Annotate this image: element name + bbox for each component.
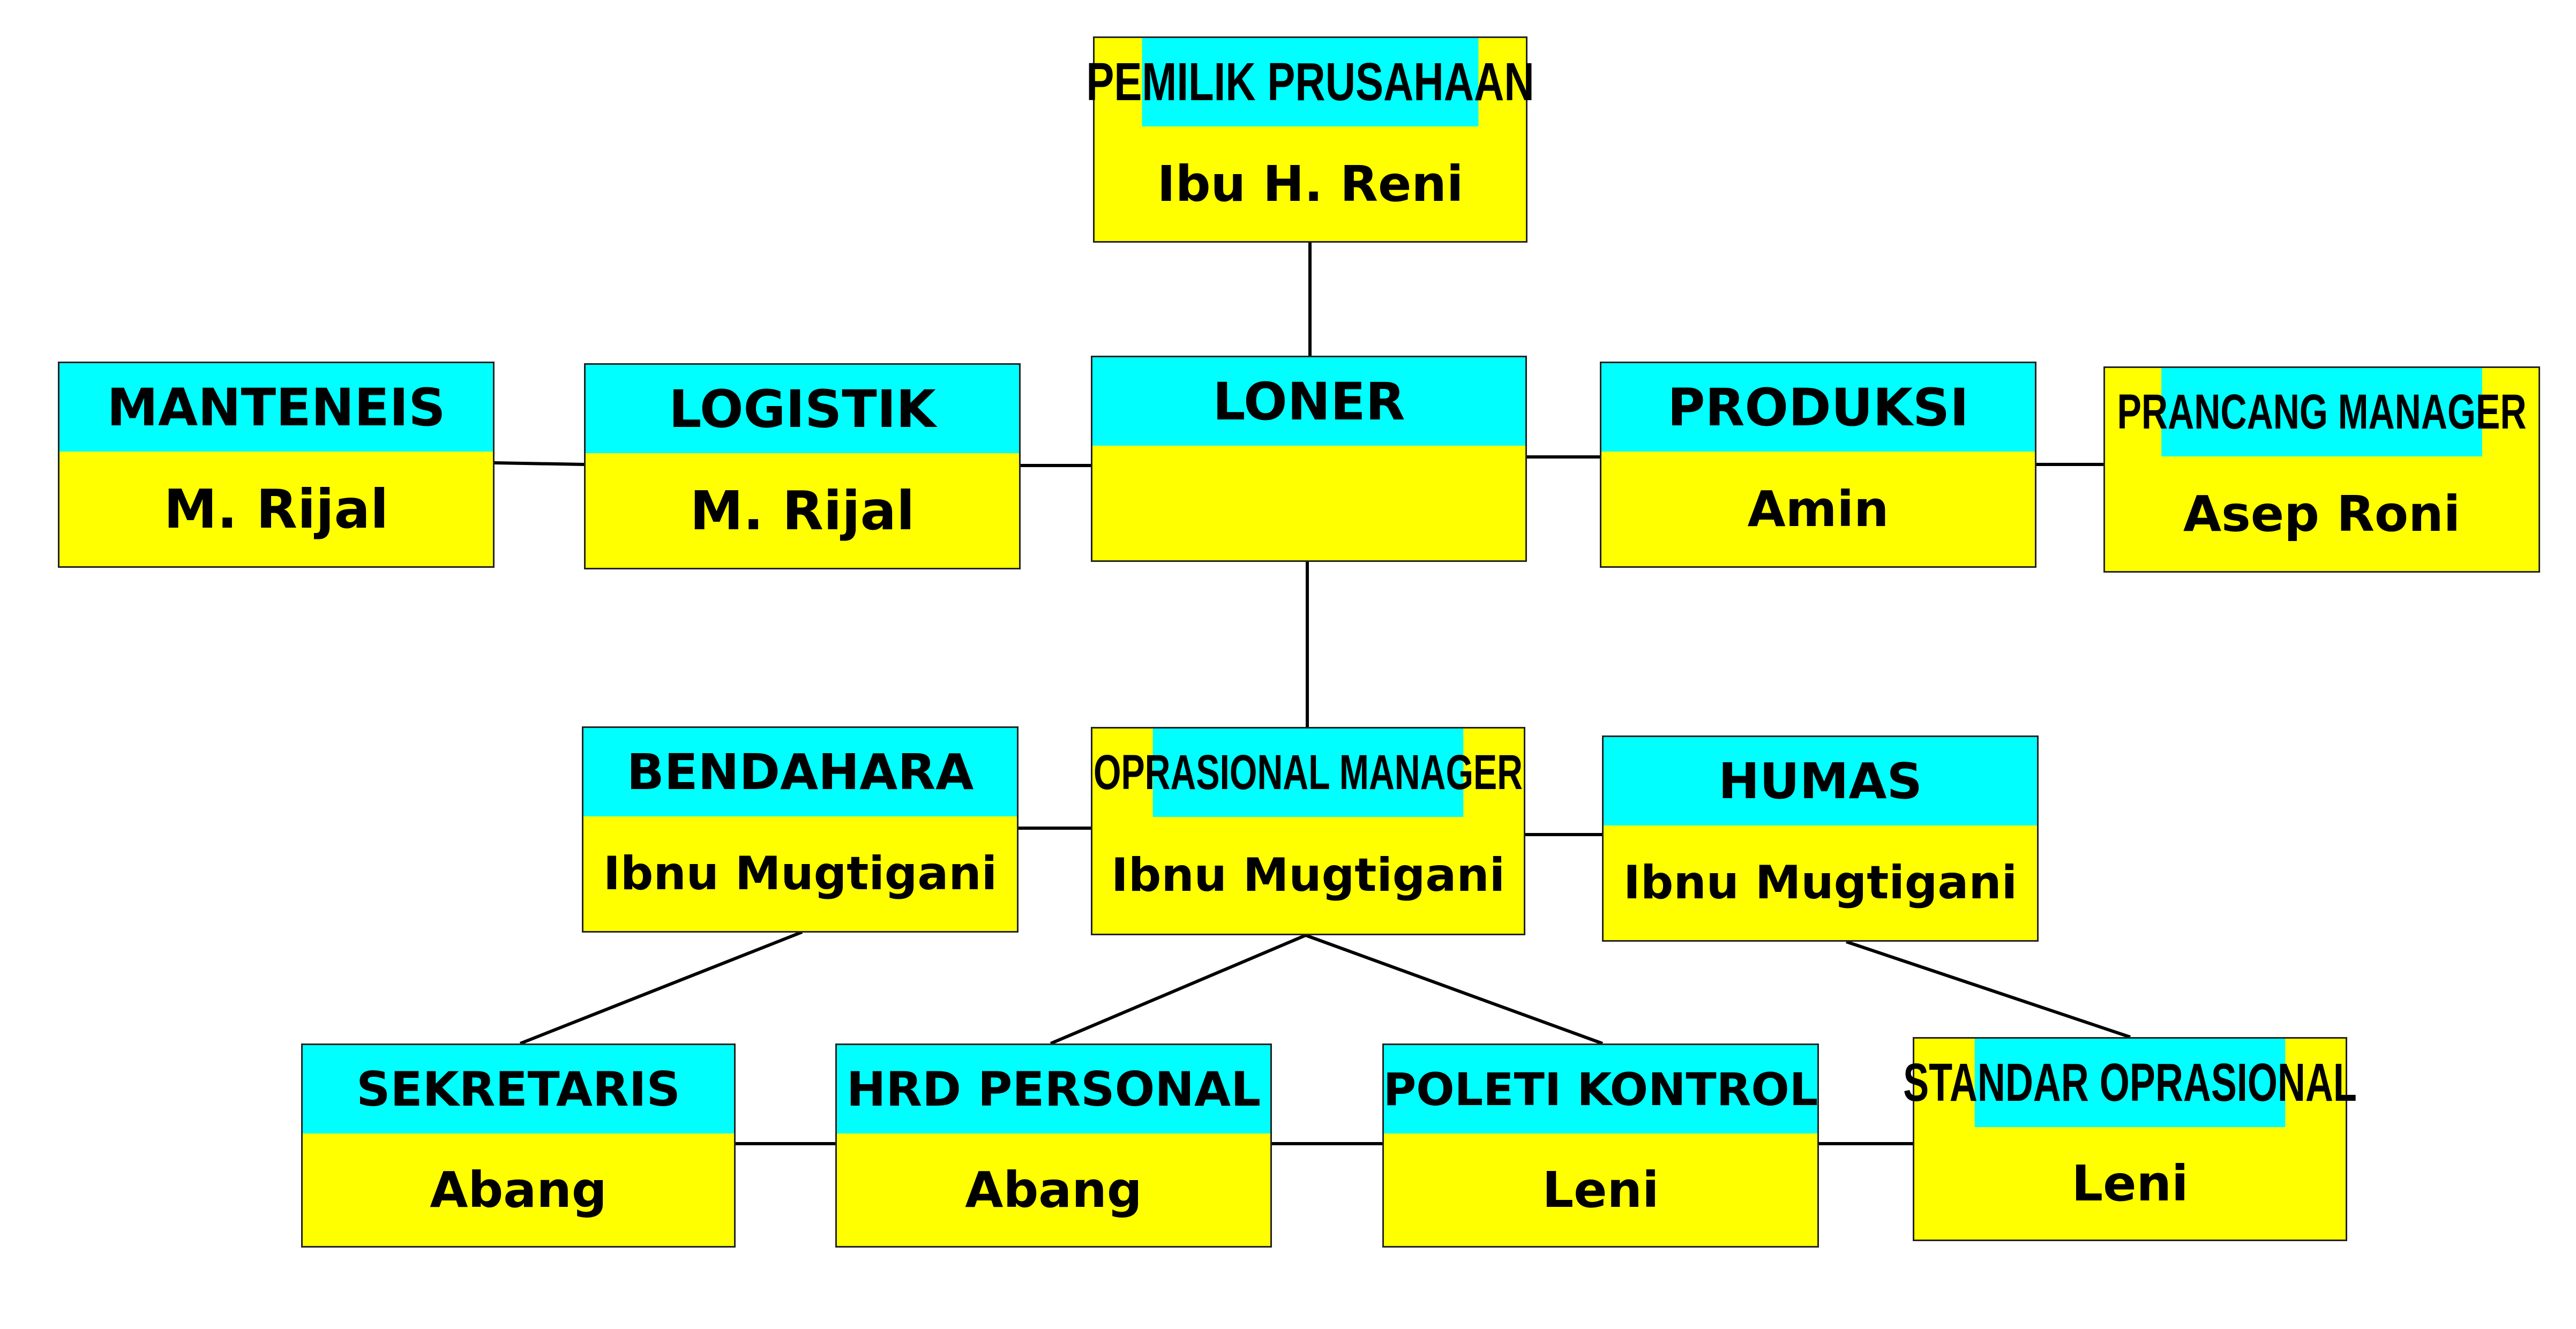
line-bendahara-sekretaris — [519, 930, 803, 1045]
sekretaris-name: Abang — [430, 1161, 607, 1219]
sekretaris-box: SEKRETARIS Abang — [301, 1043, 736, 1248]
line-humas-standar — [1846, 940, 2131, 1039]
loner-name — [1092, 446, 1525, 560]
poleti-title: POLETI KONTROL — [1383, 1045, 1818, 1133]
oprasional-name: Ibnu Mugtigani — [1111, 849, 1506, 902]
logistik-box: LOGISTIK M. Rijal — [584, 363, 1021, 569]
humas-title: HUMAS — [1604, 737, 2037, 825]
line-oprasional-hrd — [1050, 934, 1307, 1045]
hrd-name: Abang — [965, 1161, 1142, 1219]
manteneis-name: M. Rijal — [163, 477, 389, 540]
bendahara-box: BENDAHARA Ibnu Mugtigani — [582, 726, 1019, 933]
produksi-box: PRODUKSI Amin — [1600, 362, 2036, 568]
line-manteneis-logistik — [493, 461, 585, 466]
produksi-title: PRODUKSI — [1601, 363, 2035, 452]
logistik-name: M. Rijal — [690, 479, 915, 542]
hrd-box: HRD PERSONAL Abang — [835, 1043, 1272, 1248]
standar-box: STANDAR OPRASIONAL Leni — [1903, 1037, 2357, 1241]
logistik-title: LOGISTIK — [586, 365, 1019, 453]
loner-box: LONER — [1091, 356, 1527, 562]
poleti-name: Leni — [1542, 1161, 1659, 1219]
standar-name: Leni — [2071, 1154, 2189, 1212]
sekretaris-title: SEKRETARIS — [303, 1045, 734, 1133]
poleti-box: POLETI KONTROL Leni — [1382, 1043, 1819, 1248]
humas-name: Ibnu Mugtigani — [1623, 856, 2018, 910]
standar-title: STANDAR OPRASIONAL — [1903, 1039, 2357, 1127]
manteneis-title: MANTENEIS — [59, 363, 493, 452]
bendahara-name: Ibnu Mugtigani — [603, 847, 998, 900]
manteneis-box: MANTENEIS M. Rijal — [58, 362, 495, 568]
owner-title: PEMILIK PRUSAHAAN — [1086, 38, 1534, 126]
owner-name: Ibu H. Reni — [1157, 155, 1464, 213]
oprasional-title: OPRASIONAL MANAGER — [1094, 729, 1523, 817]
produksi-name: Amin — [1747, 480, 1889, 538]
hrd-title: HRD PERSONAL — [837, 1045, 1270, 1133]
owner-box: PEMILIK PRUSAHAAN Ibu H. Reni — [1086, 36, 1534, 243]
prancang-box: PRANCANG MANAGER Asep Roni — [2103, 366, 2540, 573]
prancang-title: PRANCANG MANAGER — [2117, 368, 2527, 456]
bendahara-title: BENDAHARA — [583, 728, 1017, 816]
prancang-name: Asep Roni — [2183, 485, 2461, 543]
oprasional-box: OPRASIONAL MANAGER Ibnu Mugtigani — [1091, 727, 1525, 935]
line-oprasional-poleti — [1305, 934, 1604, 1045]
loner-title: LONER — [1092, 357, 1525, 446]
humas-box: HUMAS Ibnu Mugtigani — [1602, 735, 2039, 942]
